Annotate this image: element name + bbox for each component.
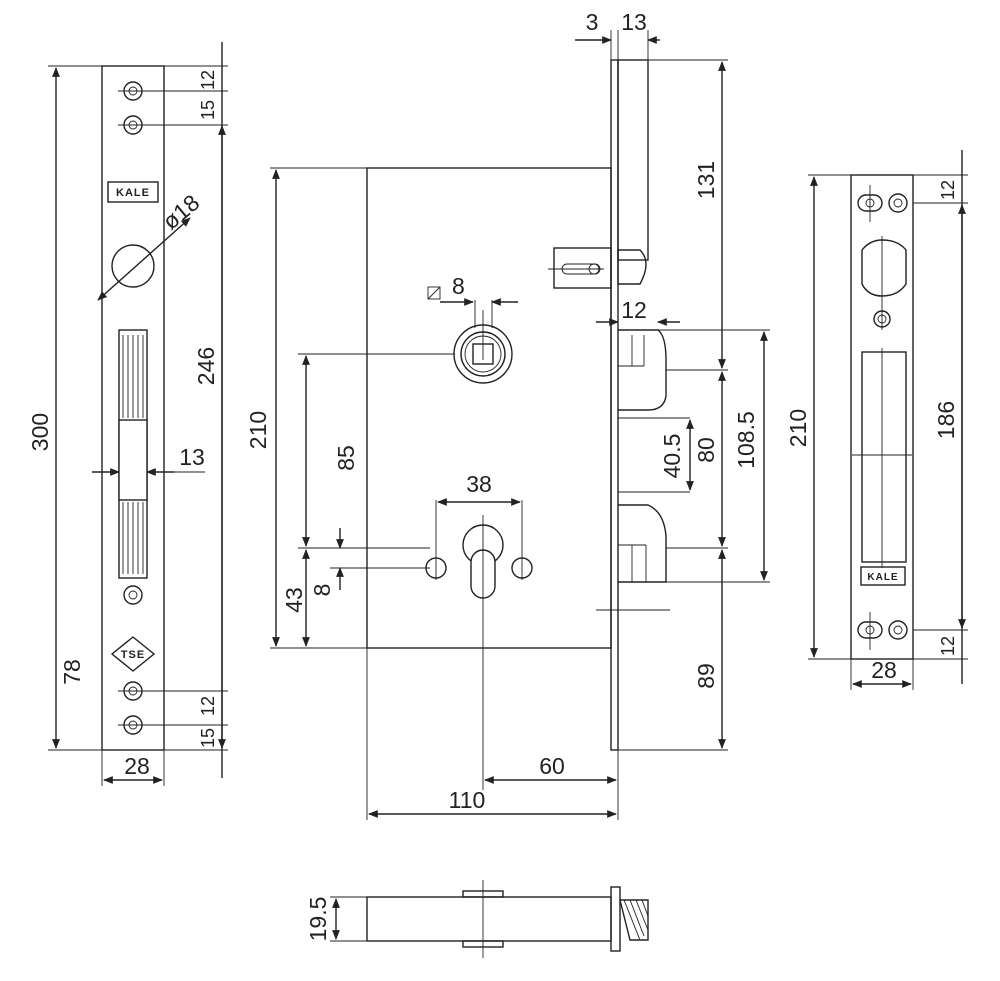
dim-strike-bottom: 12 [938, 636, 958, 656]
dim-cylinder-offset: 43 [281, 587, 307, 613]
dim-strike-width: 28 [871, 657, 897, 683]
kale-logo: KALE [107, 181, 159, 203]
strike-plate-view: KALE 210 12 186 12 28 [785, 150, 968, 690]
tse-logo-text: TSE [121, 649, 145, 661]
latch-bolt [618, 329, 667, 411]
square-symbol [427, 286, 441, 300]
cylinder-hole [425, 500, 533, 790]
dim-body-width: 110 [449, 787, 486, 813]
dim-strip-height: 300 [27, 413, 53, 451]
dim-spindle-square: 8 [452, 273, 465, 299]
knob-hole [111, 244, 155, 288]
strike-kale-logo: KALE [860, 566, 906, 586]
front-strip-outline [101, 65, 165, 751]
dim-body-height: 210 [245, 411, 271, 449]
bottom-screw-holes [118, 681, 228, 735]
latch-slot [118, 329, 148, 579]
dim-top-hole-1: 12 [198, 70, 218, 90]
dim-strike-top: 12 [938, 180, 958, 200]
dim-spindle-to-cylinder: 85 [333, 445, 359, 471]
dim-faceplate-thickness: 3 [586, 9, 599, 35]
dim-bottom-to-bolt: 89 [693, 663, 719, 689]
dim-top-hole-2: 15 [198, 100, 218, 120]
faceplate-edge [610, 59, 619, 751]
dim-backset: 60 [539, 753, 565, 779]
strike-latch-opening [861, 236, 907, 330]
dim-latch-to-bolt: 80 [693, 437, 719, 463]
dim-bottom-hole-1: 12 [198, 696, 218, 716]
strike-top-holes [857, 185, 968, 222]
side-view: 19.5 [305, 880, 649, 958]
kale-logo-text: KALE [116, 187, 150, 199]
top-latch [548, 247, 647, 289]
dim-cylinder-spacing: 38 [466, 471, 492, 497]
dim-faceplate-width: 13 [621, 9, 647, 35]
dim-top-to-latch: 131 [693, 161, 719, 199]
strike-plate-outline [850, 174, 914, 660]
dim-strike-inner: 186 [933, 401, 959, 439]
dim-latch-width: 13 [179, 444, 205, 470]
strike-kale-logo-text: KALE [867, 572, 898, 583]
dim-bolt-spacing: 40.5 [659, 434, 685, 479]
dim-strike-height: 210 [785, 409, 811, 447]
side-body-outline [366, 896, 612, 942]
tse-logo: TSE [110, 636, 156, 672]
dead-bolt [618, 504, 667, 583]
dim-strip-lower: 78 [59, 659, 85, 685]
strike-bottom-holes [857, 612, 968, 650]
lock-body-view: 8 38 210 [245, 9, 770, 820]
dim-cylinder-hole-offset: 8 [309, 584, 335, 597]
dim-total-throw: 108.5 [733, 411, 759, 469]
dim-side-thickness: 19.5 [305, 897, 331, 942]
dim-latch-projection: 12 [621, 297, 647, 323]
front-strip-view: KALE TSE [27, 42, 228, 786]
spindle-hub [453, 300, 513, 384]
screw-hole [123, 585, 143, 605]
dim-strip-width: 28 [124, 753, 150, 779]
dim-bottom-hole-2: 15 [198, 728, 218, 748]
dim-latch-to-bottom: 246 [193, 347, 219, 385]
top-screw-holes [118, 81, 228, 135]
faceplate-top [617, 59, 649, 261]
strike-bolt-opening [852, 348, 912, 568]
